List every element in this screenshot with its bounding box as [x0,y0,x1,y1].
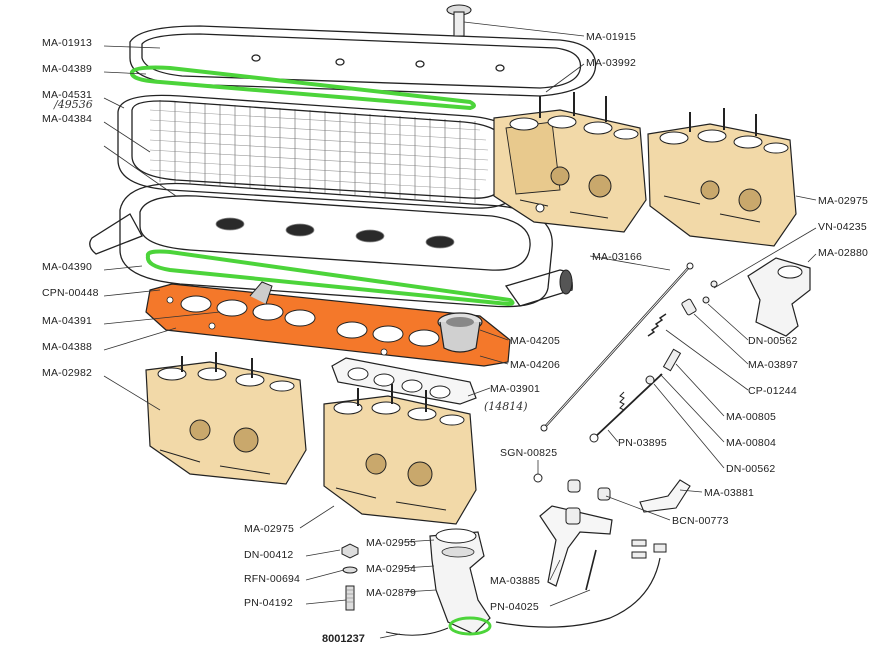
label-pn-04192: PN-04192 [244,597,293,609]
label-ma-03992: MA-03992 [586,57,636,69]
bushing-icon [567,479,611,501]
label-ma-02975-lower: MA-02975 [244,523,294,535]
label-ma-02955: MA-02955 [366,537,416,549]
label-ma-03885: MA-03885 [490,575,540,587]
plate-bracket-icon [249,281,273,305]
carburetor-icon [323,384,477,525]
lever-bracket-icon [539,505,613,587]
label-ma-00805: MA-00805 [726,411,776,423]
cable-end-icon [385,627,449,636]
leader-lines [103,21,817,639]
carburetor-icon [493,92,647,233]
label-pn-03895: PN-03895 [618,437,667,449]
label-ma-04531: MA-04531 [42,89,92,101]
label-dn-00562-lower: DN-00562 [726,463,775,475]
linkage-rod-icon [540,262,694,432]
label-cpn-00448: CPN-00448 [42,287,99,299]
label-ma-04390: MA-04390 [42,261,92,273]
label-ma-01913: MA-01913 [42,37,92,49]
label-dn-00412: DN-00412 [244,549,293,561]
label-ma-03881: MA-03881 [704,487,754,499]
part-labels: MA-01913 MA-04389 MA-04531 /49536 MA-043… [42,31,868,645]
label-ma-02954: MA-02954 [366,563,416,575]
carburetor-icon [647,108,797,247]
base-gasket-icon [145,249,515,307]
nut-icon [533,280,718,483]
wing-nut-icon [446,4,472,37]
clip-icon [681,298,697,316]
label-bcn-00773: BCN-00773 [672,515,729,527]
label-ma-02880: MA-02880 [818,247,868,259]
label-sgn-00825: SGN-00825 [500,447,557,459]
bolt-icon [631,539,667,559]
label-ma-01915: MA-01915 [586,31,636,43]
bracket-icon [747,257,811,337]
throttle-spring-rod-icon [589,373,663,443]
cable-icon [495,549,661,628]
label-ma-00804: MA-00804 [726,437,776,449]
cover-gasket-icon [129,65,476,111]
label-rfn-00694: RFN-00694 [244,573,300,585]
label-8001237: 8001237 [322,633,365,645]
bolt-icon [662,348,682,372]
label-ma-04389: MA-04389 [42,63,92,75]
label-ma-04205: MA-04205 [510,335,560,347]
breather-fitting-icon [437,312,483,353]
label-cp-01244: CP-01244 [748,385,797,397]
washer-icon [342,566,358,574]
spring-icon [647,313,667,337]
air-cleaner-cover-icon [129,25,597,97]
label-dn-00562-upper: DN-00562 [748,335,797,347]
label-ma-03901-note: (14814) [484,400,528,413]
adapter-plate-icon [145,283,511,367]
nut-icon [341,543,359,559]
bellcrank-icon [639,479,691,513]
label-pn-04025: PN-04025 [490,601,539,613]
stud-icon [345,585,355,611]
label-ma-04206: MA-04206 [510,359,560,371]
label-ma-02975-upper: MA-02975 [818,195,868,207]
label-ma-03897: MA-03897 [748,359,798,371]
label-ma-04391: MA-04391 [42,315,92,327]
carburetor-icon [145,352,307,485]
label-ma-02879: MA-02879 [366,587,416,599]
carb-gasket-icon [331,357,477,405]
label-ma-03901: MA-03901 [490,383,540,395]
label-ma-03166: MA-03166 [592,251,642,263]
intake-elbow-icon [429,528,492,636]
label-ma-02982: MA-02982 [42,367,92,379]
label-vn-04235: VN-04235 [818,221,867,233]
label-ma-04531-note: /49536 [53,98,93,111]
air-cleaner-base-icon [89,182,573,308]
air-filter-icon [117,94,521,209]
label-ma-04384: MA-04384 [42,113,92,125]
label-ma-04388: MA-04388 [42,341,92,353]
